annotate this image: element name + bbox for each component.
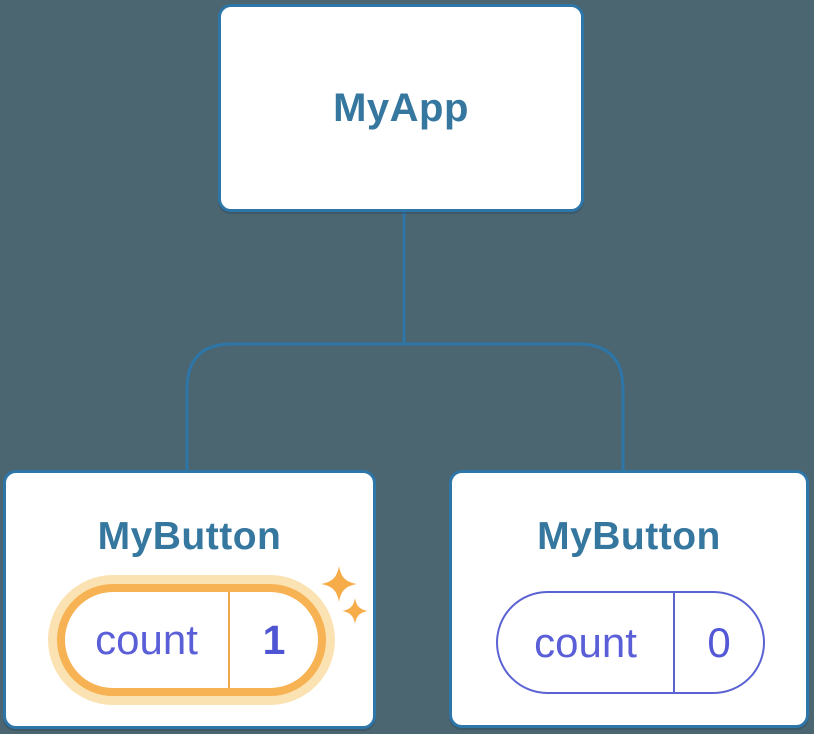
- node-mybutton-default: MyButton count 0: [449, 470, 809, 728]
- state-pill-highlighted: count 1: [57, 584, 326, 696]
- state-value-label: 0: [707, 618, 731, 666]
- node-mybutton-clicked: MyButton count 1: [3, 470, 376, 729]
- state-key-cell: count: [498, 593, 673, 692]
- node-myapp-title: MyApp: [333, 85, 469, 130]
- node-myapp: MyApp: [218, 4, 584, 212]
- sparkle-icon-small: [342, 598, 368, 624]
- state-value-cell: 0: [673, 593, 763, 692]
- node-mybutton-clicked-title: MyButton: [97, 515, 282, 558]
- state-key-label: count: [534, 618, 637, 666]
- node-mybutton-default-title: MyButton: [537, 515, 721, 558]
- state-key-cell: count: [65, 592, 228, 688]
- state-key-label: count: [95, 616, 198, 663]
- sparkle-icon-large: [321, 566, 357, 602]
- state-value-label: 1: [262, 616, 286, 663]
- state-pill-default: count 0: [496, 591, 765, 694]
- state-value-cell: 1: [228, 592, 318, 688]
